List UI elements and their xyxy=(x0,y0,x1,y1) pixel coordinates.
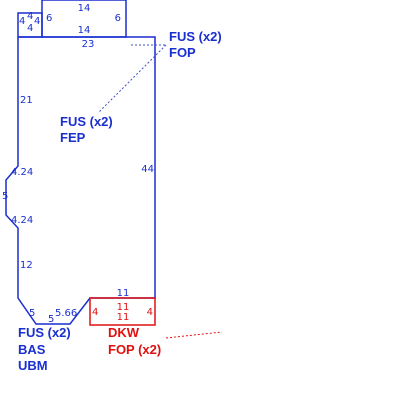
dim-notch-depth: 5 xyxy=(2,191,8,202)
label-fus-bas-ubm-line1: FUS (x2) xyxy=(18,325,71,340)
dimension-labels: 14 14 6 6 4 4 4 4 23 21 44 4.24 5 4.24 1… xyxy=(2,3,154,325)
top-corner-piece xyxy=(17,12,43,38)
main-part xyxy=(5,0,156,325)
dim-red-right: 4 xyxy=(147,307,153,318)
label-fus-bas-ubm-line3: UBM xyxy=(18,358,48,373)
dim-bottom-seg: 5 xyxy=(48,314,54,325)
dim-chamfer-lower: 4.24 xyxy=(11,215,33,226)
dim-top-box-bottom: 14 xyxy=(78,25,91,36)
dim-top-box-top: 14 xyxy=(78,3,91,14)
label-fus-bas-ubm-line2: BAS xyxy=(18,342,46,357)
label-fus-fep-line2: FEP xyxy=(60,130,86,145)
dim-corner-left: 4 xyxy=(27,11,33,22)
label-fus-fep-line1: FUS (x2) xyxy=(60,114,113,129)
dim-corner-top-a: 4 xyxy=(19,16,25,27)
dim-top-box-left: 6 xyxy=(46,13,52,24)
leader-dkw xyxy=(165,331,223,339)
label-dkw-line2: FOP (x2) xyxy=(108,342,161,357)
dim-step-top: 11 xyxy=(117,288,130,299)
dim-right-side: 44 xyxy=(141,164,154,175)
dim-bottom-diag: 5.66 xyxy=(55,308,77,319)
label-fus-fop-line1: FUS (x2) xyxy=(169,29,222,44)
leader-fep xyxy=(97,44,167,114)
dkw-part xyxy=(89,297,156,326)
dim-left-lower: 12 xyxy=(20,260,33,271)
dim-red-top: 11 xyxy=(117,302,130,313)
dim-chamfer-upper: 4.24 xyxy=(11,167,33,178)
label-fus-fop-line2: FOP xyxy=(169,45,196,60)
dim-top-box-right: 6 xyxy=(115,13,121,24)
dim-red-bottom: 11 xyxy=(117,312,130,323)
label-dkw-line1: DKW xyxy=(108,325,140,340)
red-dimension-labels: 4 11 11 4 xyxy=(92,302,153,323)
part-labels: FUS (x2) FOP FUS (x2) FEP FUS (x2) BAS U… xyxy=(18,29,222,373)
dim-bottom-chamfer: 5 xyxy=(29,308,35,319)
dim-corner-right: 4 xyxy=(27,23,33,34)
dim-top-width: 23 xyxy=(82,39,95,50)
main-outline xyxy=(5,36,156,325)
dim-left-upper: 21 xyxy=(20,95,33,106)
dim-red-left: 4 xyxy=(92,307,98,318)
dim-corner-top-b: 4 xyxy=(34,16,40,27)
